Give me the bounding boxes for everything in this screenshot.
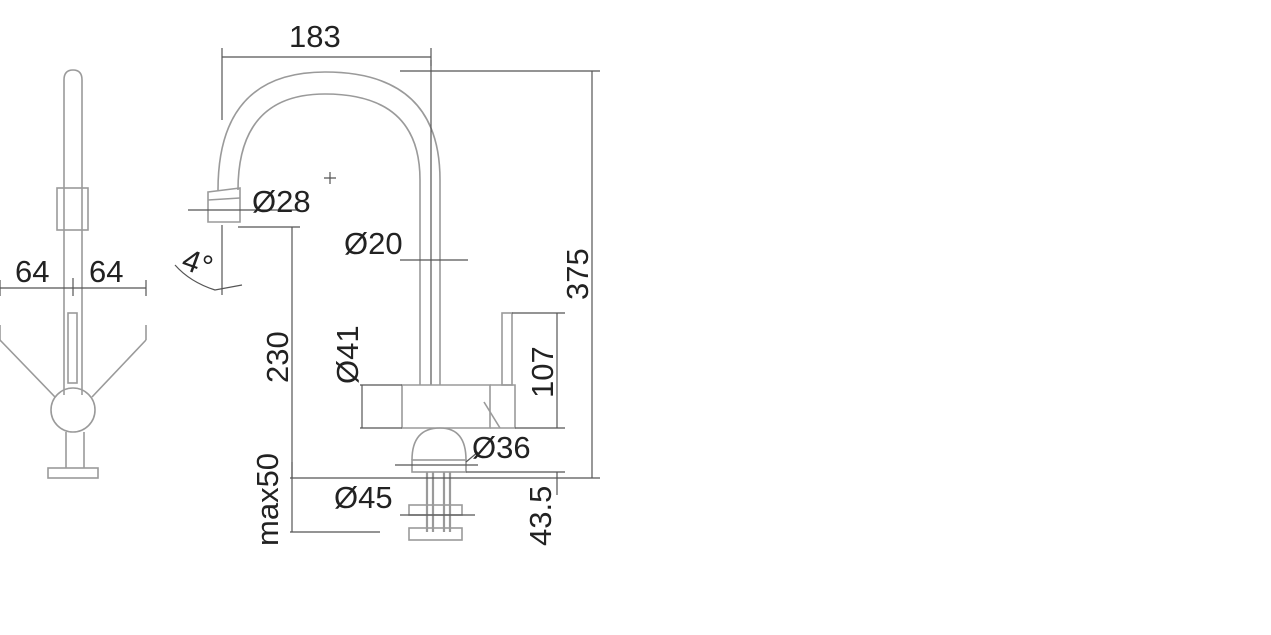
lever-joint	[483, 401, 501, 429]
side-right-64-label: 64	[89, 254, 123, 289]
side-left-arm	[0, 339, 56, 398]
dim-28-label: Ø28	[252, 184, 311, 219]
side-handle-slot	[67, 312, 78, 384]
side-body-ball	[50, 387, 96, 433]
spout-inner-curve	[237, 93, 421, 385]
fixing-washer	[408, 527, 463, 541]
base-collar	[411, 459, 467, 473]
body-block	[401, 384, 491, 429]
lever-handle	[501, 312, 513, 386]
side-left-64-label: 64	[15, 254, 49, 289]
dim-45-label: Ø45	[334, 480, 393, 515]
centre-cross-marker	[324, 172, 336, 184]
dim-107-label: 107	[525, 346, 560, 398]
dim-angle-arc	[174, 264, 243, 291]
dim-36-label: Ø36	[472, 430, 531, 465]
dim-230-label: 230	[260, 331, 295, 383]
dim-20-label: Ø20	[344, 226, 403, 261]
dim-43-5-label: 43.5	[523, 486, 558, 546]
side-spout-tube	[63, 69, 83, 395]
dim-183-label: 183	[289, 19, 341, 54]
dim-max50-label: max50	[250, 453, 285, 546]
spray-head	[207, 187, 241, 223]
side-view: 64 64	[0, 69, 147, 479]
side-collar	[56, 187, 89, 231]
spout-outer-curve	[217, 71, 441, 385]
front-view: 183 375 Ø28 4° 230 Ø20 Ø41 107 Ø36	[174, 19, 600, 546]
fixing-rods	[425, 472, 452, 532]
spray-head-band	[207, 197, 241, 201]
lever-base	[490, 384, 516, 429]
side-base-plate	[47, 467, 99, 479]
dim-36-pointer	[465, 451, 479, 463]
dim-angle-label: 4°	[178, 242, 218, 285]
fixing-nut	[408, 504, 463, 516]
dim-375-label: 375	[560, 248, 595, 300]
body-neck-curve	[411, 427, 467, 461]
dim-41-label: Ø41	[330, 325, 365, 384]
side-right-arm	[91, 339, 147, 398]
side-base-neck	[65, 432, 85, 468]
